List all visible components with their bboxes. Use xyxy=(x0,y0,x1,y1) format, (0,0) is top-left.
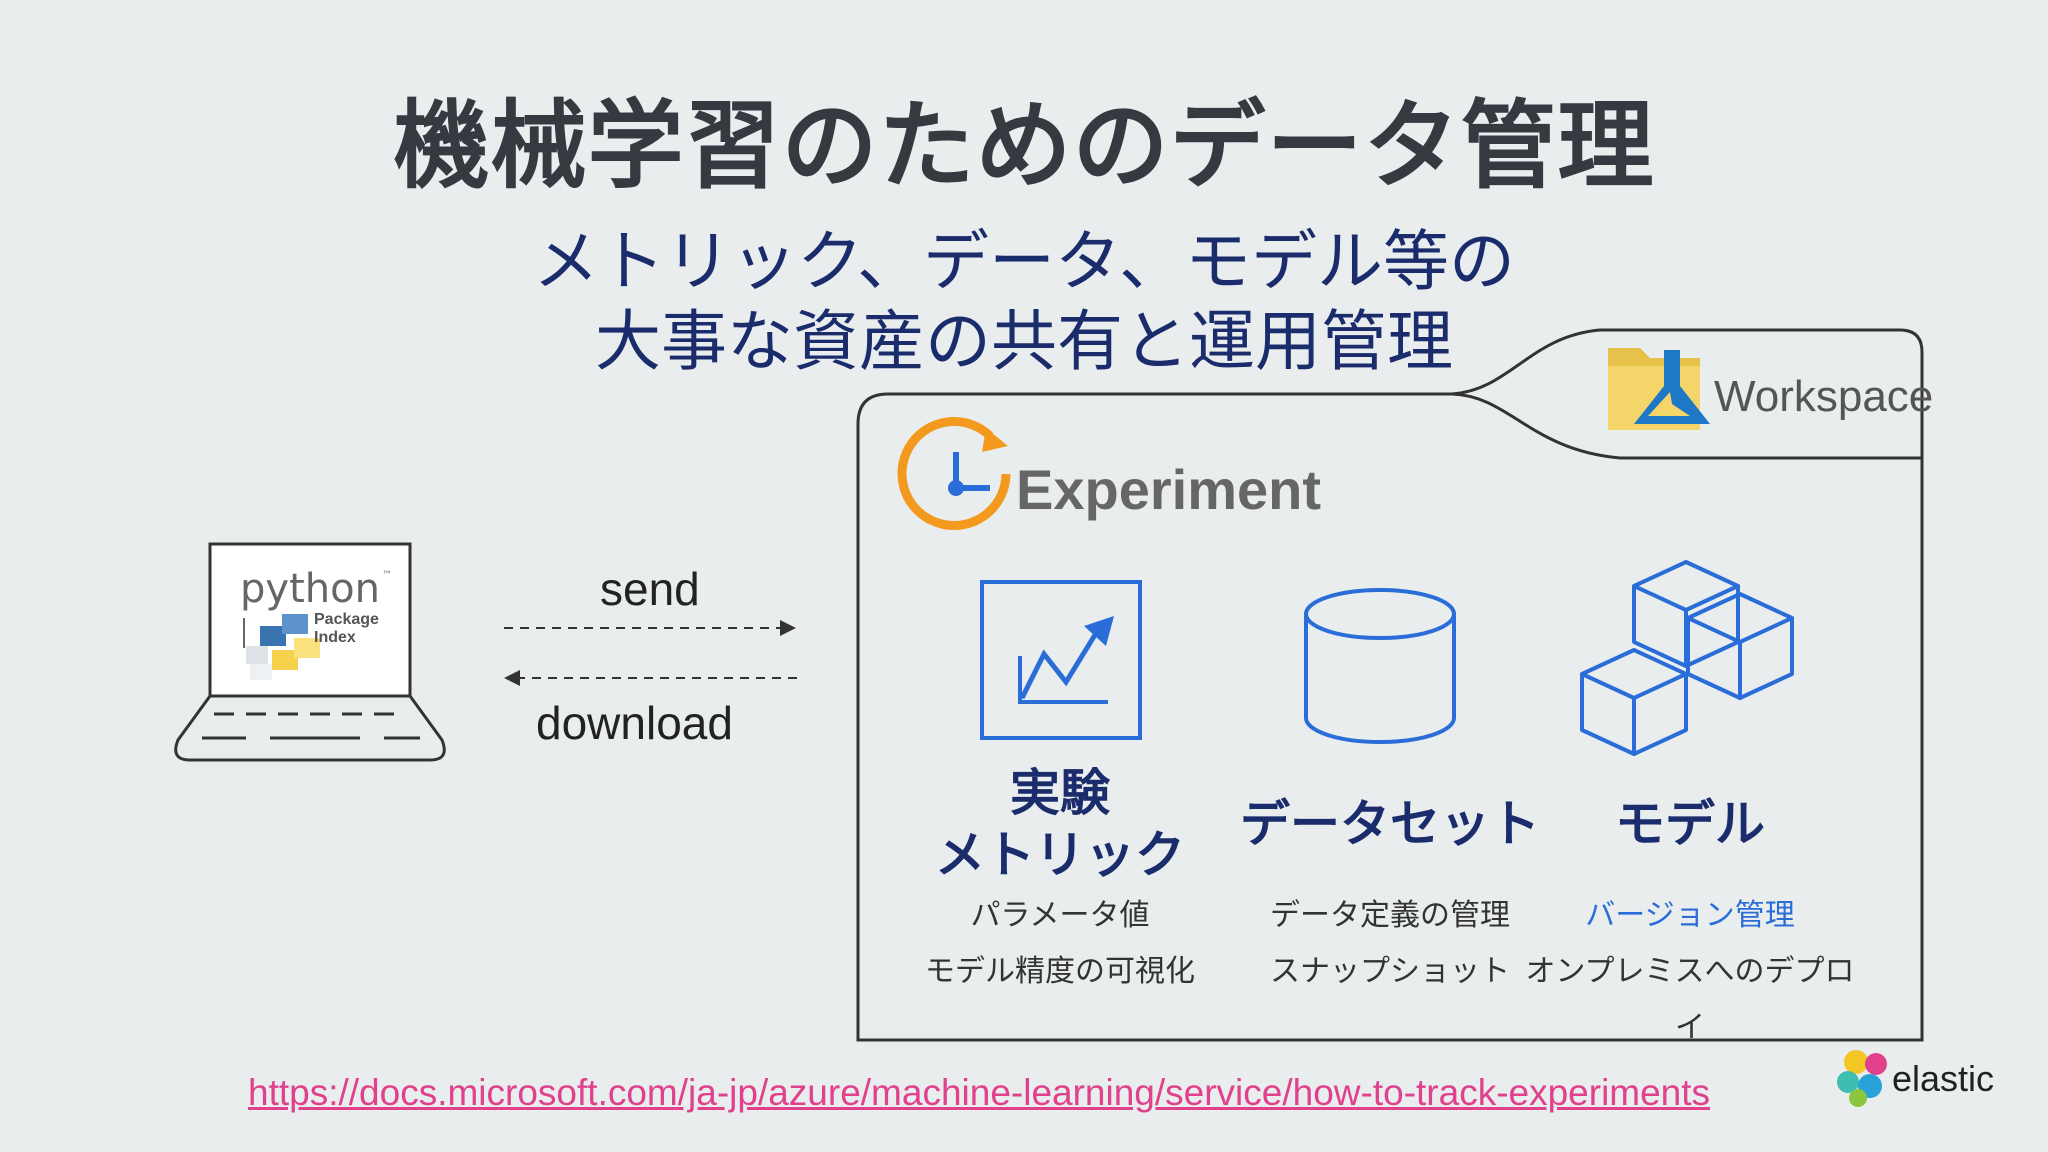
python-logo-text: python xyxy=(240,566,380,612)
download-arrow xyxy=(504,670,798,686)
workspace-folder-icon xyxy=(1608,348,1710,430)
send-label: send xyxy=(600,563,700,615)
python-logo-tm: ™ xyxy=(382,570,392,581)
database-icon xyxy=(1304,588,1456,744)
dataset-desc-line-2: スナップショット xyxy=(1270,954,1510,989)
metrics-desc-line-2: モデル精度の可視化 xyxy=(925,954,1195,989)
workspace-label: Workspace xyxy=(1714,372,1934,421)
metrics-card-desc: パラメータ値 モデル精度の可視化 xyxy=(880,888,1240,1000)
laptop-icon: python ™ Package Index xyxy=(174,542,446,762)
model-card-title: モデル xyxy=(1615,795,1765,853)
subtitle-line-1: メトリック、データ、モデル等の xyxy=(532,223,1516,300)
page-title: 機械学習のためのデータ管理 xyxy=(393,90,1655,202)
experiment-label: Experiment xyxy=(1016,458,1321,521)
python-logo-sub2: Index xyxy=(314,629,356,646)
elastic-logo-icon xyxy=(1837,1050,1887,1107)
cubes-icon xyxy=(1580,560,1794,756)
chart-icon xyxy=(980,580,1142,740)
elastic-brand-label: elastic xyxy=(1892,1058,1995,1099)
metrics-title-line-1: 実験 xyxy=(1010,764,1110,822)
dataset-desc-line-1: データ定義の管理 xyxy=(1270,898,1510,933)
dataset-card-desc: データ定義の管理 スナップショット xyxy=(1230,888,1550,1000)
model-card-desc: バージョン管理 オンプレミスへのデプロイ xyxy=(1515,888,1865,1056)
dataset-card-title: データセット xyxy=(1240,795,1540,853)
model-desc-line-1: バージョン管理 xyxy=(1585,898,1795,933)
workspace-tab-divider xyxy=(1451,392,1922,460)
subtitle-line-2: 大事な資産の共有と運用管理 xyxy=(595,303,1453,380)
python-logo-sub1: Package xyxy=(314,611,379,628)
experiment-clock-icon xyxy=(897,417,1011,530)
download-label: download xyxy=(536,697,733,749)
docs-link[interactable]: https://docs.microsoft.com/ja-jp/azure/m… xyxy=(248,1072,1711,1113)
send-arrow xyxy=(504,620,796,636)
metrics-card-title: 実験 メトリック xyxy=(900,762,1220,886)
metrics-title-line-2: メトリック xyxy=(935,826,1185,884)
metrics-desc-line-1: パラメータ値 xyxy=(970,898,1150,933)
workspace-frame xyxy=(856,328,1924,1042)
model-desc-line-2: オンプレミスへのデプロイ xyxy=(1525,954,1855,1045)
